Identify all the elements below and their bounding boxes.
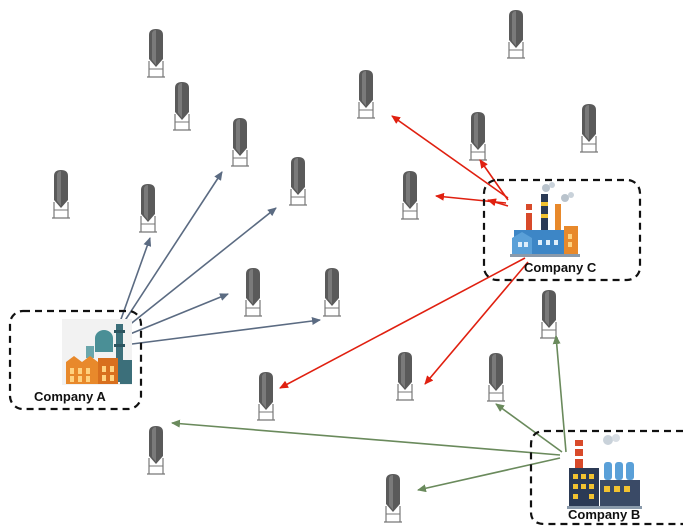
silo — [400, 170, 420, 220]
company-b-node: Company B — [529, 429, 683, 526]
silo — [539, 289, 559, 339]
arrow-c-4 — [487, 198, 509, 207]
silo — [486, 352, 506, 402]
company-a-node: Company A — [8, 309, 143, 411]
silo — [138, 183, 158, 233]
silo — [356, 69, 376, 119]
arrow-c-6 — [424, 261, 529, 385]
company-b-label: Company B — [568, 507, 640, 522]
company-c-arrows — [279, 115, 529, 389]
arrow-b-4 — [417, 457, 561, 493]
company-c-node: Company C — [482, 178, 642, 282]
company-b-arrows — [171, 335, 567, 493]
arrow-c-1 — [391, 115, 509, 199]
factory-icon — [567, 434, 642, 509]
company-b-boundary — [529, 429, 683, 526]
silo — [51, 169, 71, 219]
silo — [288, 156, 308, 206]
silo — [146, 28, 166, 78]
arrow-a-4 — [129, 293, 229, 335]
silo — [322, 267, 342, 317]
company-a-label: Company A — [34, 389, 106, 404]
arrow-a-1 — [119, 237, 152, 323]
factory-icon — [510, 182, 580, 257]
company-a-arrows — [119, 171, 321, 345]
factory-icon — [62, 319, 132, 385]
company-a-boundary — [8, 309, 143, 411]
arrow-a-2 — [123, 171, 223, 323]
silo — [468, 111, 488, 161]
arrow-b-2 — [495, 403, 563, 453]
company-c-label: Company C — [524, 260, 597, 275]
silo — [172, 81, 192, 131]
company-c-boundary — [482, 178, 642, 282]
arrow-a-3 — [127, 207, 277, 327]
silo — [230, 117, 250, 167]
silo — [383, 473, 403, 523]
arrow-c-5 — [279, 257, 526, 389]
arrow-b-1 — [552, 335, 567, 453]
silo — [506, 9, 526, 59]
arrow-a-5 — [131, 317, 321, 345]
silo — [243, 267, 263, 317]
silo — [146, 425, 166, 475]
silo — [256, 371, 276, 421]
silo — [395, 351, 415, 401]
silo-group — [51, 9, 599, 523]
silo — [579, 103, 599, 153]
arrow-b-3 — [171, 419, 561, 456]
